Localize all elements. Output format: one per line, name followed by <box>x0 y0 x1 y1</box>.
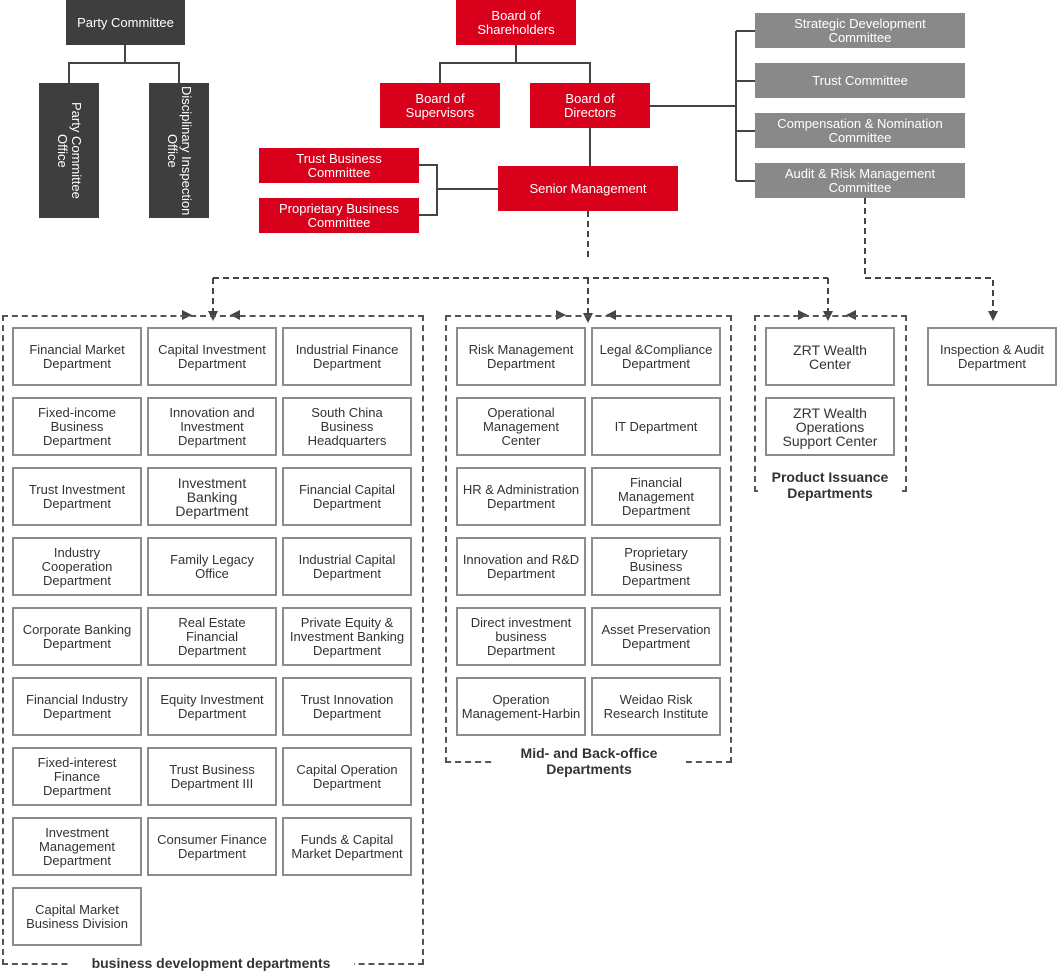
business-development-group-label: business development departments <box>68 955 354 971</box>
dept-south-china-hq: South China Business Headquarters <box>282 397 412 456</box>
dept-investment-management: Investment Management Department <box>12 817 142 876</box>
dept-it: IT Department <box>591 397 721 456</box>
dept-legal-compliance: Legal &Compliance Department <box>591 327 721 386</box>
dept-risk-management: Risk Management Department <box>456 327 586 386</box>
disciplinary-inspection-office-label: Disciplinary Inspection Office <box>165 85 194 216</box>
dept-zrt-wealth-center: ZRT Wealth Center <box>765 327 895 386</box>
dept-industrial-finance: Industrial Finance Department <box>282 327 412 386</box>
dept-operational-management-center: Operational Management Center <box>456 397 586 456</box>
dept-innovation-investment: Innovation and Investment Department <box>147 397 277 456</box>
dept-financial-capital: Financial Capital Department <box>282 467 412 526</box>
dept-zrt-wealth-operations-support: ZRT Wealth Operations Support Center <box>765 397 895 456</box>
mid-back-office-group-label: Mid- and Back-office Departments <box>492 745 686 777</box>
dept-equity-investment: Equity Investment Department <box>147 677 277 736</box>
dept-capital-market-business: Capital Market Business Division <box>12 887 142 946</box>
dept-private-equity-ib: Private Equity & Investment Banking Depa… <box>282 607 412 666</box>
dept-funds-capital-market: Funds & Capital Market Department <box>282 817 412 876</box>
dept-capital-investment: Capital Investment Department <box>147 327 277 386</box>
product-issuance-group-label: Product Issuance Departments <box>758 469 902 501</box>
dept-corporate-banking: Corporate Banking Department <box>12 607 142 666</box>
dept-industrial-capital: Industrial Capital Department <box>282 537 412 596</box>
strategic-development-committee-box: Strategic Development Committee <box>755 13 965 48</box>
trust-business-committee-box: Trust Business Committee <box>259 148 419 183</box>
dept-hr-administration: HR & Administration Department <box>456 467 586 526</box>
audit-risk-management-committee-box: Audit & Risk Management Committee <box>755 163 965 198</box>
party-committee-office-label: Party Committee Office <box>55 102 84 199</box>
dept-financial-management: Financial Management Department <box>591 467 721 526</box>
dept-consumer-finance: Consumer Finance Department <box>147 817 277 876</box>
dept-direct-investment-business: Direct investment business Department <box>456 607 586 666</box>
trust-committee-box: Trust Committee <box>755 63 965 98</box>
dept-trust-business-iii: Trust Business Department III <box>147 747 277 806</box>
party-committee-box: Party Committee <box>66 0 185 45</box>
board-of-directors-box: Board of Directors <box>530 83 650 128</box>
dept-financial-industry: Financial Industry Department <box>12 677 142 736</box>
dept-asset-preservation: Asset Preservation Department <box>591 607 721 666</box>
board-of-supervisors-box: Board of Supervisors <box>380 83 500 128</box>
dept-capital-operation: Capital Operation Department <box>282 747 412 806</box>
senior-management-box: Senior Management <box>498 166 678 211</box>
disciplinary-inspection-office-box: Disciplinary Inspection Office <box>149 83 209 218</box>
dept-trust-investment: Trust Investment Department <box>12 467 142 526</box>
dept-family-legacy-office: Family Legacy Office <box>147 537 277 596</box>
board-of-shareholders-box: Board of Shareholders <box>456 0 576 45</box>
dept-proprietary-business: Proprietary Business Department <box>591 537 721 596</box>
dept-trust-innovation: Trust Innovation Department <box>282 677 412 736</box>
dept-operation-management-harbin: Operation Management-Harbin <box>456 677 586 736</box>
dept-investment-banking: Investment Banking Department <box>147 467 277 526</box>
compensation-nomination-committee-box: Compensation & Nomination Committee <box>755 113 965 148</box>
dept-fixed-income-business: Fixed-income Business Department <box>12 397 142 456</box>
dept-real-estate-financial: Real Estate Financial Department <box>147 607 277 666</box>
party-committee-office-box: Party Committee Office <box>39 83 99 218</box>
dept-innovation-rd: Innovation and R&D Department <box>456 537 586 596</box>
dept-fixed-interest-finance: Fixed-interest Finance Department <box>12 747 142 806</box>
dept-financial-market: Financial Market Department <box>12 327 142 386</box>
proprietary-business-committee-box: Proprietary Business Committee <box>259 198 419 233</box>
dept-inspection-audit: Inspection & Audit Department <box>927 327 1057 386</box>
dept-weidao-risk-research: Weidao Risk Research Institute <box>591 677 721 736</box>
dept-industry-cooperation: Industry Cooperation Department <box>12 537 142 596</box>
